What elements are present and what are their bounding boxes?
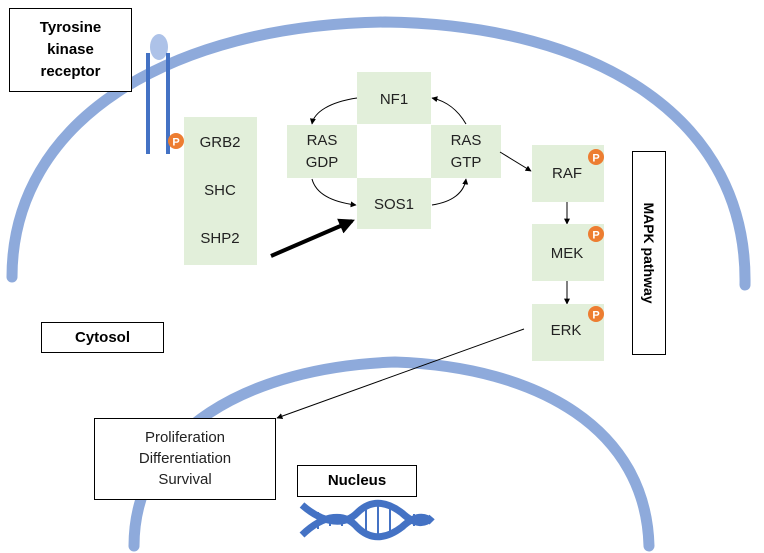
receptor-label: Tyrosine kinase receptor xyxy=(9,8,132,92)
ras-gtp-label-2: GTP xyxy=(451,154,482,171)
adaptor-shp2: SHP2 xyxy=(200,230,239,247)
svg-text:P: P xyxy=(592,310,599,322)
ras-gtp-to-nf1-arrow xyxy=(431,96,467,125)
erk-to-outcomes-arrow xyxy=(276,328,525,419)
adaptor-shc: SHC xyxy=(204,182,236,199)
svg-text:P: P xyxy=(592,230,599,242)
receptor-label-line-2: kinase xyxy=(47,41,94,58)
receptor-label-line-1: Tyrosine xyxy=(39,19,102,36)
outcome-proliferation: Proliferation xyxy=(144,429,226,446)
nucleus-label: Nucleus xyxy=(297,465,417,497)
erk-label: ERK xyxy=(551,322,582,339)
cell-membrane xyxy=(6,16,751,291)
dna-icon xyxy=(299,499,435,541)
raf-label: RAF xyxy=(552,165,582,182)
nf1-to-ras-gdp-arrow xyxy=(309,97,358,125)
receptor-label-line-3: receptor xyxy=(40,63,101,80)
ras-gtp-to-raf-arrow xyxy=(499,151,532,172)
phospho-erk-icon: P xyxy=(588,306,604,322)
sos1-box xyxy=(357,178,431,229)
ras-gdp-label-2: GDP xyxy=(306,154,339,171)
nf1-label: NF1 xyxy=(380,91,408,108)
mapk-pathway-label: MAPK pathway xyxy=(632,151,666,355)
ras-gdp-to-sos1-arrow xyxy=(311,178,357,208)
outcome-differentiation: Differentiation xyxy=(138,450,232,467)
ras-gtp-label-1: RAS xyxy=(451,132,482,149)
sos1-label: SOS1 xyxy=(374,196,414,213)
outcome-survival: Survival xyxy=(158,471,212,488)
ras-gdp-box xyxy=(287,125,357,178)
adaptor-grb2: GRB2 xyxy=(200,134,241,151)
sos1-to-ras-gtp-arrow xyxy=(431,178,469,206)
ras-gdp-label-1: RAS xyxy=(307,132,338,149)
phospho-raf-icon: P xyxy=(588,149,604,165)
phospho-mek-icon: P xyxy=(588,226,604,242)
nf1-box xyxy=(357,72,431,124)
mek-label: MEK xyxy=(551,245,584,262)
phospho-receptor-icon: P xyxy=(168,133,184,149)
ras-gtp-box xyxy=(431,125,501,178)
cytosol-label: Cytosol xyxy=(41,322,164,353)
svg-text:P: P xyxy=(172,137,179,149)
receptor-icon xyxy=(146,34,170,154)
adaptor-to-sos1-arrow xyxy=(270,218,355,258)
mapk-pathway-text: MAPK pathway xyxy=(641,202,657,304)
svg-text:P: P xyxy=(592,153,599,165)
adaptor-protein-box xyxy=(184,117,257,265)
outcomes-box: Proliferation Differentiation Survival xyxy=(94,418,276,500)
